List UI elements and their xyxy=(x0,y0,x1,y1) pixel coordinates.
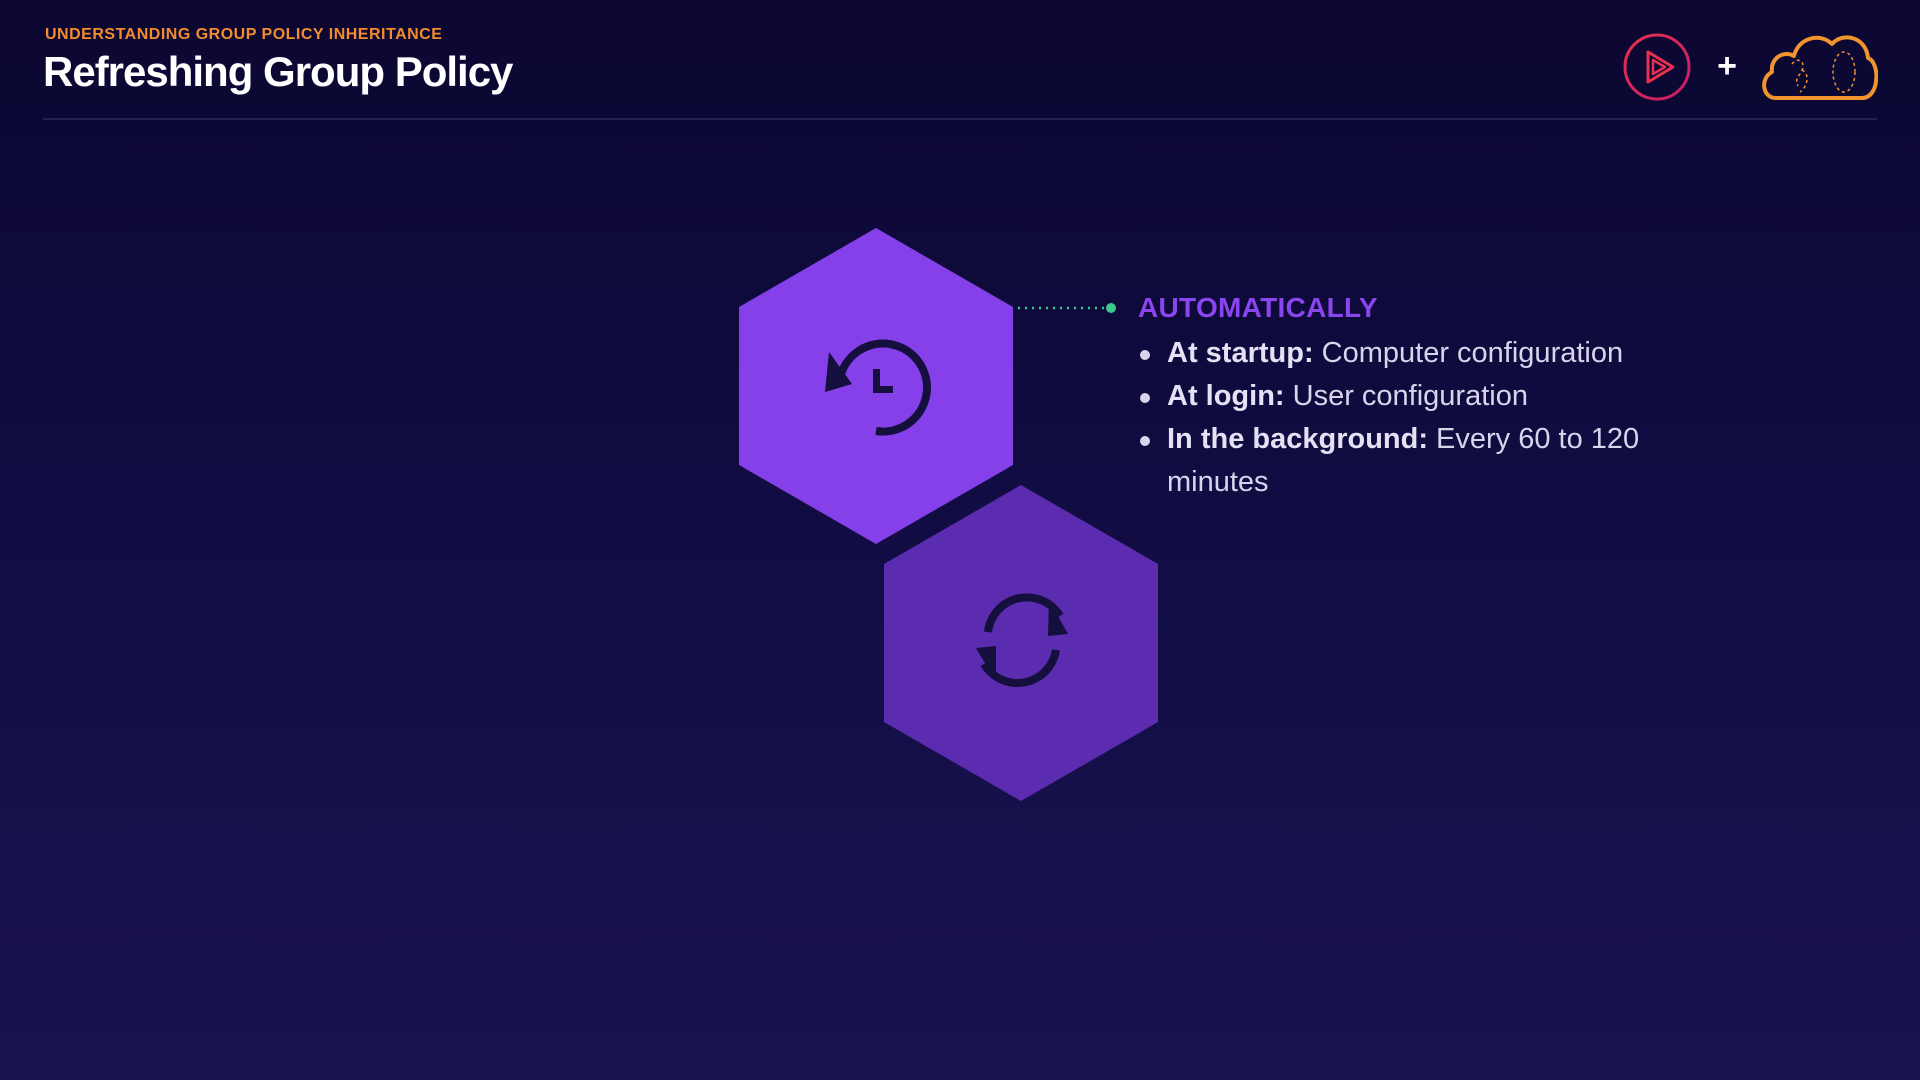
list-item: At startup: Computer configuration xyxy=(1138,332,1698,375)
item-text: Computer configuration xyxy=(1313,337,1624,369)
refresh-icon xyxy=(976,593,1068,687)
callout-heading: AUTOMATICALLY xyxy=(1138,292,1378,323)
item-text: User configuration xyxy=(1284,380,1528,412)
item-label: In the background: xyxy=(1167,423,1428,455)
page-title: Refreshing Group Policy xyxy=(43,48,513,95)
refresh-triggers-list: At startup: Computer configuration At lo… xyxy=(1138,332,1698,504)
hexagon-clock xyxy=(739,228,1013,544)
item-label: At login: xyxy=(1167,380,1285,412)
header-divider xyxy=(43,118,1877,120)
item-text: Every 60 to 120 minutes xyxy=(1167,423,1640,498)
list-item: In the background: Every 60 to 120 minut… xyxy=(1138,418,1698,504)
hexagon-refresh xyxy=(884,485,1158,801)
play-icon xyxy=(1623,33,1691,101)
section-eyebrow: UNDERSTANDING GROUP POLICY INHERITANCE xyxy=(45,26,443,43)
history-clock-icon xyxy=(825,339,931,436)
list-item: At login: User configuration xyxy=(1138,375,1698,418)
automatic-refresh-callout: AUTOMATICALLY At startup: Computer confi… xyxy=(1138,292,1698,504)
item-label: At startup: xyxy=(1167,337,1314,369)
connector-dot xyxy=(1106,303,1116,313)
cloud-icon xyxy=(1762,35,1878,100)
plus-separator: + xyxy=(1717,47,1737,85)
